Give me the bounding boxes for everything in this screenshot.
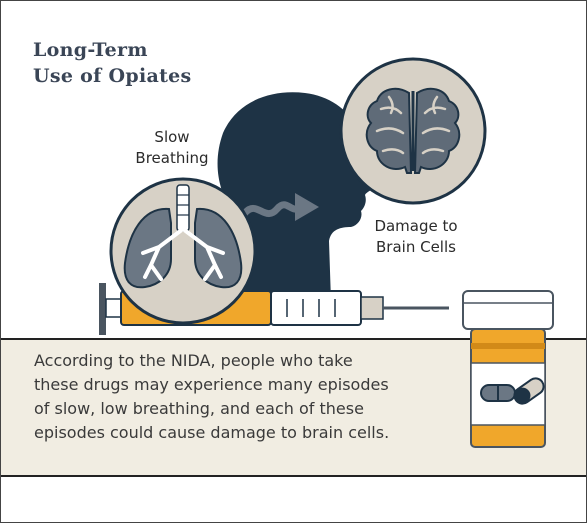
description-line-2: these drugs may experience many episodes (34, 375, 389, 394)
brain-damage-line-2: Brain Cells (376, 238, 456, 256)
brain-icon (339, 57, 487, 205)
lungs-icon (109, 177, 257, 325)
illustration (99, 57, 487, 335)
slow-breathing-line-2: Breathing (135, 149, 209, 167)
capsule-icon (480, 377, 545, 405)
brain-damage-line-1: Damage to (374, 217, 458, 235)
title-line-2: Use of Opiates (33, 65, 192, 87)
description-text: According to the NIDA, people who take t… (34, 349, 444, 445)
slow-breathing-line-1: Slow (154, 128, 190, 146)
infographic-title: Long-Term Use of Opiates (33, 37, 192, 89)
slow-breathing-label: Slow Breathing (125, 127, 219, 169)
pill-bottle-icon (462, 290, 554, 448)
brain-damage-label: Damage to Brain Cells (361, 216, 471, 258)
description-line-4: episodes could cause damage to brain cel… (34, 423, 390, 442)
arrow-icon (241, 193, 319, 221)
description-line-3: of slow, low breathing, and each of thes… (34, 399, 364, 418)
title-line-1: Long-Term (33, 39, 148, 61)
description-line-1: According to the NIDA, people who take (34, 351, 353, 370)
